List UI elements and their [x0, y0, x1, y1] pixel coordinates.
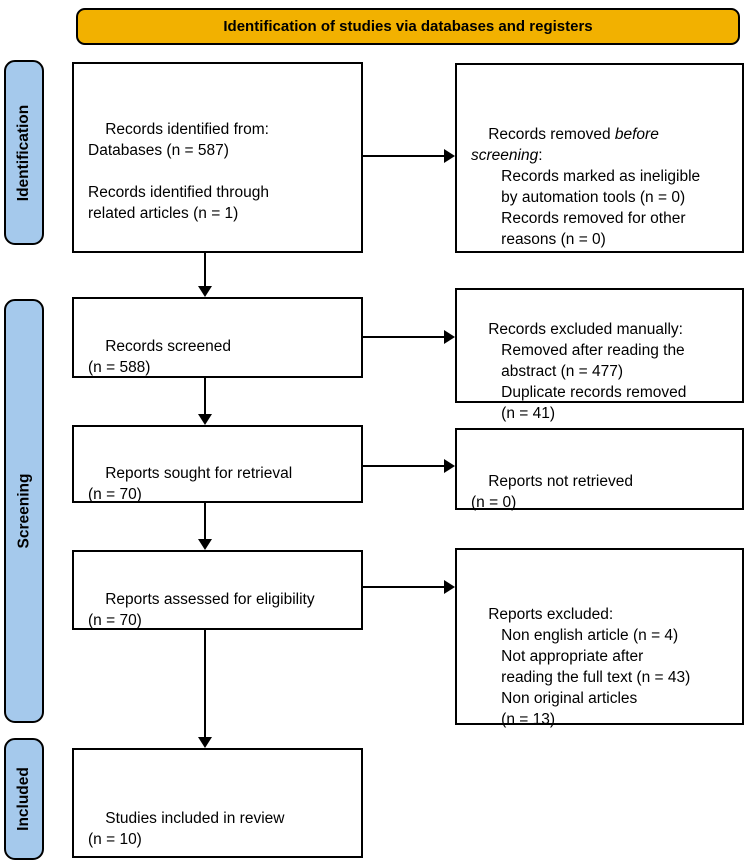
sidebar-stage-identification-label: Identification	[15, 104, 33, 201]
arrow-sought-to-not-retrieved	[363, 459, 455, 473]
arrow-line	[363, 586, 445, 588]
box-records-identified-text: Records identified from: Databases (n = …	[88, 121, 269, 222]
box-studies-included: Studies included in review (n = 10)	[72, 748, 363, 858]
arrow-line	[363, 155, 445, 157]
arrow-identified-to-removed	[363, 149, 455, 163]
arrow-line	[363, 465, 445, 467]
box-reports-excluded-text: Reports excluded: Non english article (n…	[488, 606, 691, 728]
arrow-down-head	[198, 737, 212, 748]
sidebar-stage-identification: Identification	[4, 60, 44, 245]
sidebar-stage-included: Included	[4, 738, 44, 860]
arrow-assessed-to-reports-excluded	[363, 580, 455, 594]
box-records-excluded: Records excluded manually: Removed after…	[455, 288, 744, 422]
sidebar-stage-included-label: Included	[15, 767, 33, 831]
arrow-right-head	[444, 459, 455, 473]
box-reports-not-retrieved: Reports not retrieved (n = 0)	[455, 428, 744, 511]
arrow-line	[204, 378, 206, 415]
arrow-screened-to-sought	[198, 378, 212, 425]
arrow-down-head	[198, 414, 212, 425]
arrow-right-head	[444, 149, 455, 163]
arrow-identified-to-screened	[198, 253, 212, 297]
box-reports-sought-text: Reports sought for retrieval (n = 70)	[88, 465, 293, 503]
arrow-right-head	[444, 330, 455, 344]
arrow-down-head	[198, 286, 212, 297]
box-reports-sought: Reports sought for retrieval (n = 70)	[72, 425, 363, 503]
arrow-line	[204, 253, 206, 287]
box-studies-included-text: Studies included in review (n = 10)	[88, 810, 285, 848]
box-records-screened: Records screened (n = 588)	[72, 297, 363, 378]
arrow-sought-to-assessed	[198, 503, 212, 550]
arrow-screened-to-excluded	[363, 330, 455, 344]
box-records-removed-text-post: : Records marked as ineligible by automa…	[501, 147, 701, 248]
box-reports-excluded: Reports excluded: Non english article (n…	[455, 548, 744, 728]
box-reports-assessed: Reports assessed for eligibility (n = 70…	[72, 550, 363, 630]
sidebar-stage-screening-label: Screening	[15, 473, 33, 549]
box-records-identified: Records identified from: Databases (n = …	[72, 62, 363, 253]
arrow-line	[204, 630, 206, 738]
box-reports-not-retrieved-text: Reports not retrieved (n = 0)	[471, 473, 633, 511]
arrow-line	[204, 503, 206, 540]
box-records-removed-text-pre: Records removed	[488, 126, 615, 143]
arrow-line	[363, 336, 445, 338]
arrow-down-head	[198, 539, 212, 550]
box-records-removed-text-italic: before screening	[471, 126, 659, 164]
box-records-screened-text: Records screened (n = 588)	[88, 338, 232, 376]
arrow-right-head	[444, 580, 455, 594]
box-reports-assessed-text: Reports assessed for eligibility (n = 70…	[88, 591, 315, 629]
sidebar-stage-screening: Screening	[4, 299, 44, 723]
box-records-removed: Records removed before screening: Record…	[455, 63, 744, 253]
banner-identification-via-databases: Identification of studies via databases …	[76, 8, 740, 45]
box-records-excluded-text: Records excluded manually: Removed after…	[488, 321, 687, 422]
arrow-assessed-to-included	[198, 630, 212, 748]
